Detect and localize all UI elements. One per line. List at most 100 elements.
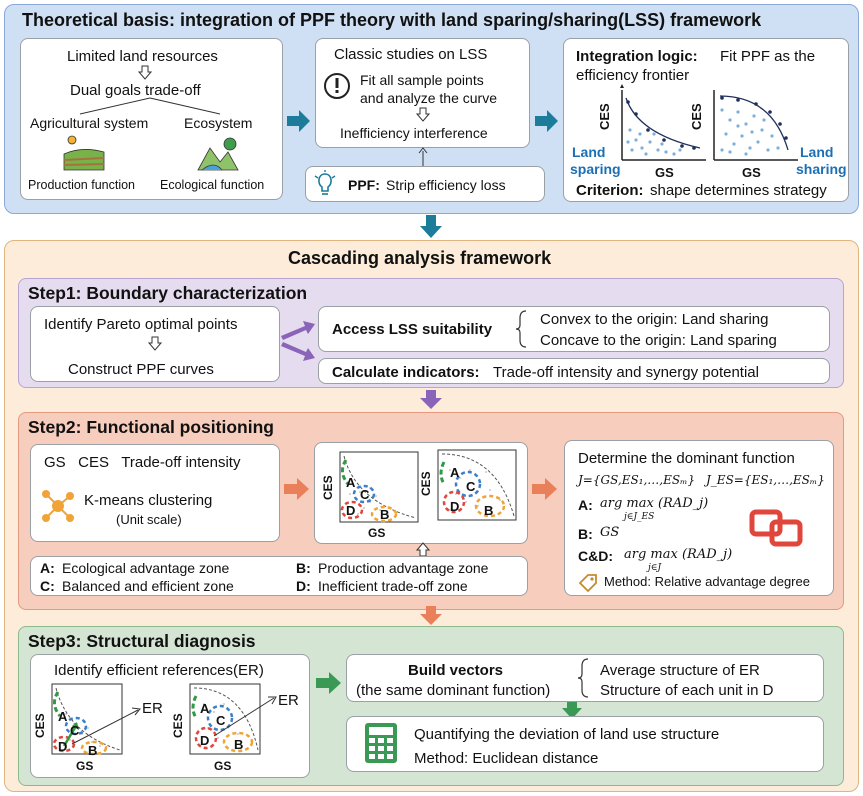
alert-icon — [324, 73, 350, 99]
integration-logic-label: Integration logic: — [576, 48, 698, 65]
er-plot-convex — [51, 683, 141, 756]
cd-key: C&D: — [578, 548, 613, 564]
production-function-text: Production function — [28, 178, 136, 192]
integration-logic-text2: efficiency frontier — [576, 67, 690, 84]
s3-zone-a-1: A — [58, 709, 68, 724]
inefficiency-text: Inefficiency interference — [340, 125, 488, 141]
zone-label-b-2: B — [484, 503, 494, 518]
lightbulb-icon — [314, 170, 336, 195]
s3-zone-a-2: A — [200, 701, 210, 716]
zone-c-key: C: — [40, 578, 55, 594]
zone-legend-box — [30, 556, 528, 596]
zone-b-key: B: — [296, 560, 311, 576]
cascading-title: Cascading analysis framework — [288, 248, 552, 268]
cluster-network-icon — [42, 490, 74, 522]
build-vectors-box — [346, 654, 824, 702]
land-sharing-plot — [713, 90, 798, 161]
construct-ppf-text: Construct PPF curves — [68, 361, 214, 378]
ecosystem-text: Ecosystem — [184, 115, 253, 131]
land-sparing-plot — [620, 84, 706, 161]
ppf-box — [305, 166, 545, 202]
zone-label-c-2: C — [466, 479, 476, 494]
zone-d-key: D: — [296, 578, 311, 594]
s3-zone-d-1: D — [58, 739, 68, 754]
tag-icon — [578, 574, 597, 593]
dominant-function-box — [564, 440, 834, 596]
same-dominant-text: (the same dominant function) — [356, 682, 551, 699]
criterion-text: shape determines strategy — [650, 182, 827, 199]
calculator-icon — [365, 723, 397, 763]
brace — [577, 658, 589, 698]
er-label-1: ER — [142, 700, 163, 717]
zone-c-text: Balanced and efficient zone — [62, 578, 234, 594]
gs-axis-label-2: GS — [742, 165, 761, 180]
step1-title: Step1: Boundary characterization — [28, 283, 308, 303]
unit-scale-text: (Unit scale) — [116, 512, 182, 527]
method-rad-text: Method: Relative advantage degree — [604, 574, 810, 589]
gs-axis-label-s2: GS — [368, 526, 386, 540]
ces-axis-label-2: CES — [689, 103, 704, 130]
zone-label-c-1: C — [360, 487, 370, 502]
ces-axis-label: CES — [597, 103, 612, 130]
down-arrow-icon — [415, 107, 431, 122]
ppf-text: Strip efficiency loss — [386, 177, 506, 193]
zone-b-text: Production advantage zone — [318, 560, 489, 576]
flow-arrow-down-purple — [420, 390, 442, 409]
zone-a-text: Ecological advantage zone — [62, 560, 230, 576]
land-sparing-label-2: sparing — [570, 161, 621, 177]
s3-zone-b-2: B — [234, 737, 244, 752]
concave-text: Concave to the origin: Land sparing — [540, 332, 777, 349]
kmeans-text: K-means clustering — [84, 492, 213, 509]
ces-axis-label-s2-1: CES — [321, 475, 335, 500]
dual-goals-box — [20, 38, 283, 200]
convex-text: Convex to the origin: Land sharing — [540, 311, 769, 328]
clustering-variables-text: GS CES Trade-off intensity — [44, 454, 241, 471]
each-unit-text: Structure of each unit in D — [600, 682, 774, 699]
fit-samples-text: Fit all sample points — [360, 72, 484, 88]
agricultural-system-text: Agricultural system — [30, 115, 149, 131]
down-arrow-icon — [147, 336, 163, 351]
flow-arrow-right-2 — [535, 110, 558, 132]
build-vectors-label: Build vectors — [408, 662, 504, 679]
a-key: A: — [578, 497, 593, 513]
criterion-label: Criterion: — [576, 182, 644, 199]
flow-arrow-right-orange-2 — [532, 478, 557, 500]
zone-d-text: Inefficient trade-off zone — [318, 578, 468, 594]
flow-arrow-down-orange — [420, 606, 442, 625]
calc-indicators-text: Trade-off intensity and synergy potentia… — [493, 364, 759, 381]
s3-zone-d-2: D — [200, 733, 210, 748]
cd-formula: arg max (RAD_j) — [624, 547, 733, 562]
ppf-label: PPF: — [348, 177, 380, 193]
split-lines — [79, 97, 221, 115]
up-arrow-icon — [415, 542, 431, 557]
farmland-icon — [63, 135, 105, 171]
gs-axis-label: GS — [655, 165, 674, 180]
step3-title: Step3: Structural diagnosis — [28, 631, 256, 651]
s3-zone-c-2: C — [216, 713, 226, 728]
j-set: J={GS,ES₁,…,ESₘ} — [578, 473, 696, 487]
indicators-box — [318, 358, 830, 384]
gs-axis-label-s3-2: GS — [214, 759, 232, 773]
ecosystem-icon — [197, 137, 239, 171]
ces-axis-label-s3-2: CES — [171, 713, 185, 738]
ecological-function-text: Ecological function — [160, 178, 265, 192]
brace — [515, 310, 527, 348]
calc-indicators-label: Calculate indicators: — [332, 364, 480, 381]
link-icon — [749, 509, 803, 547]
branch-arrows — [281, 321, 315, 361]
access-lss-text: Access LSS suitability — [332, 321, 493, 338]
identify-pareto-text: Identify Pareto optimal points — [44, 316, 238, 333]
analyze-curve-text: and analyze the curve — [360, 90, 497, 106]
b-key: B: — [578, 526, 593, 542]
land-sharing-label-1: Land — [800, 144, 834, 160]
flow-arrow-right-1 — [287, 110, 310, 132]
flow-arrow-down-green — [562, 702, 582, 719]
flow-arrow-down-main — [420, 215, 442, 238]
up-arrow — [418, 147, 428, 168]
euclidean-method-text: Method: Euclidean distance — [414, 750, 599, 767]
identify-er-text: Identify efficient references(ER) — [54, 662, 264, 679]
cluster-plot-convex — [339, 451, 419, 523]
classic-studies-box — [315, 38, 530, 148]
er-label-2: ER — [278, 692, 299, 709]
down-arrow-icon — [137, 65, 153, 80]
